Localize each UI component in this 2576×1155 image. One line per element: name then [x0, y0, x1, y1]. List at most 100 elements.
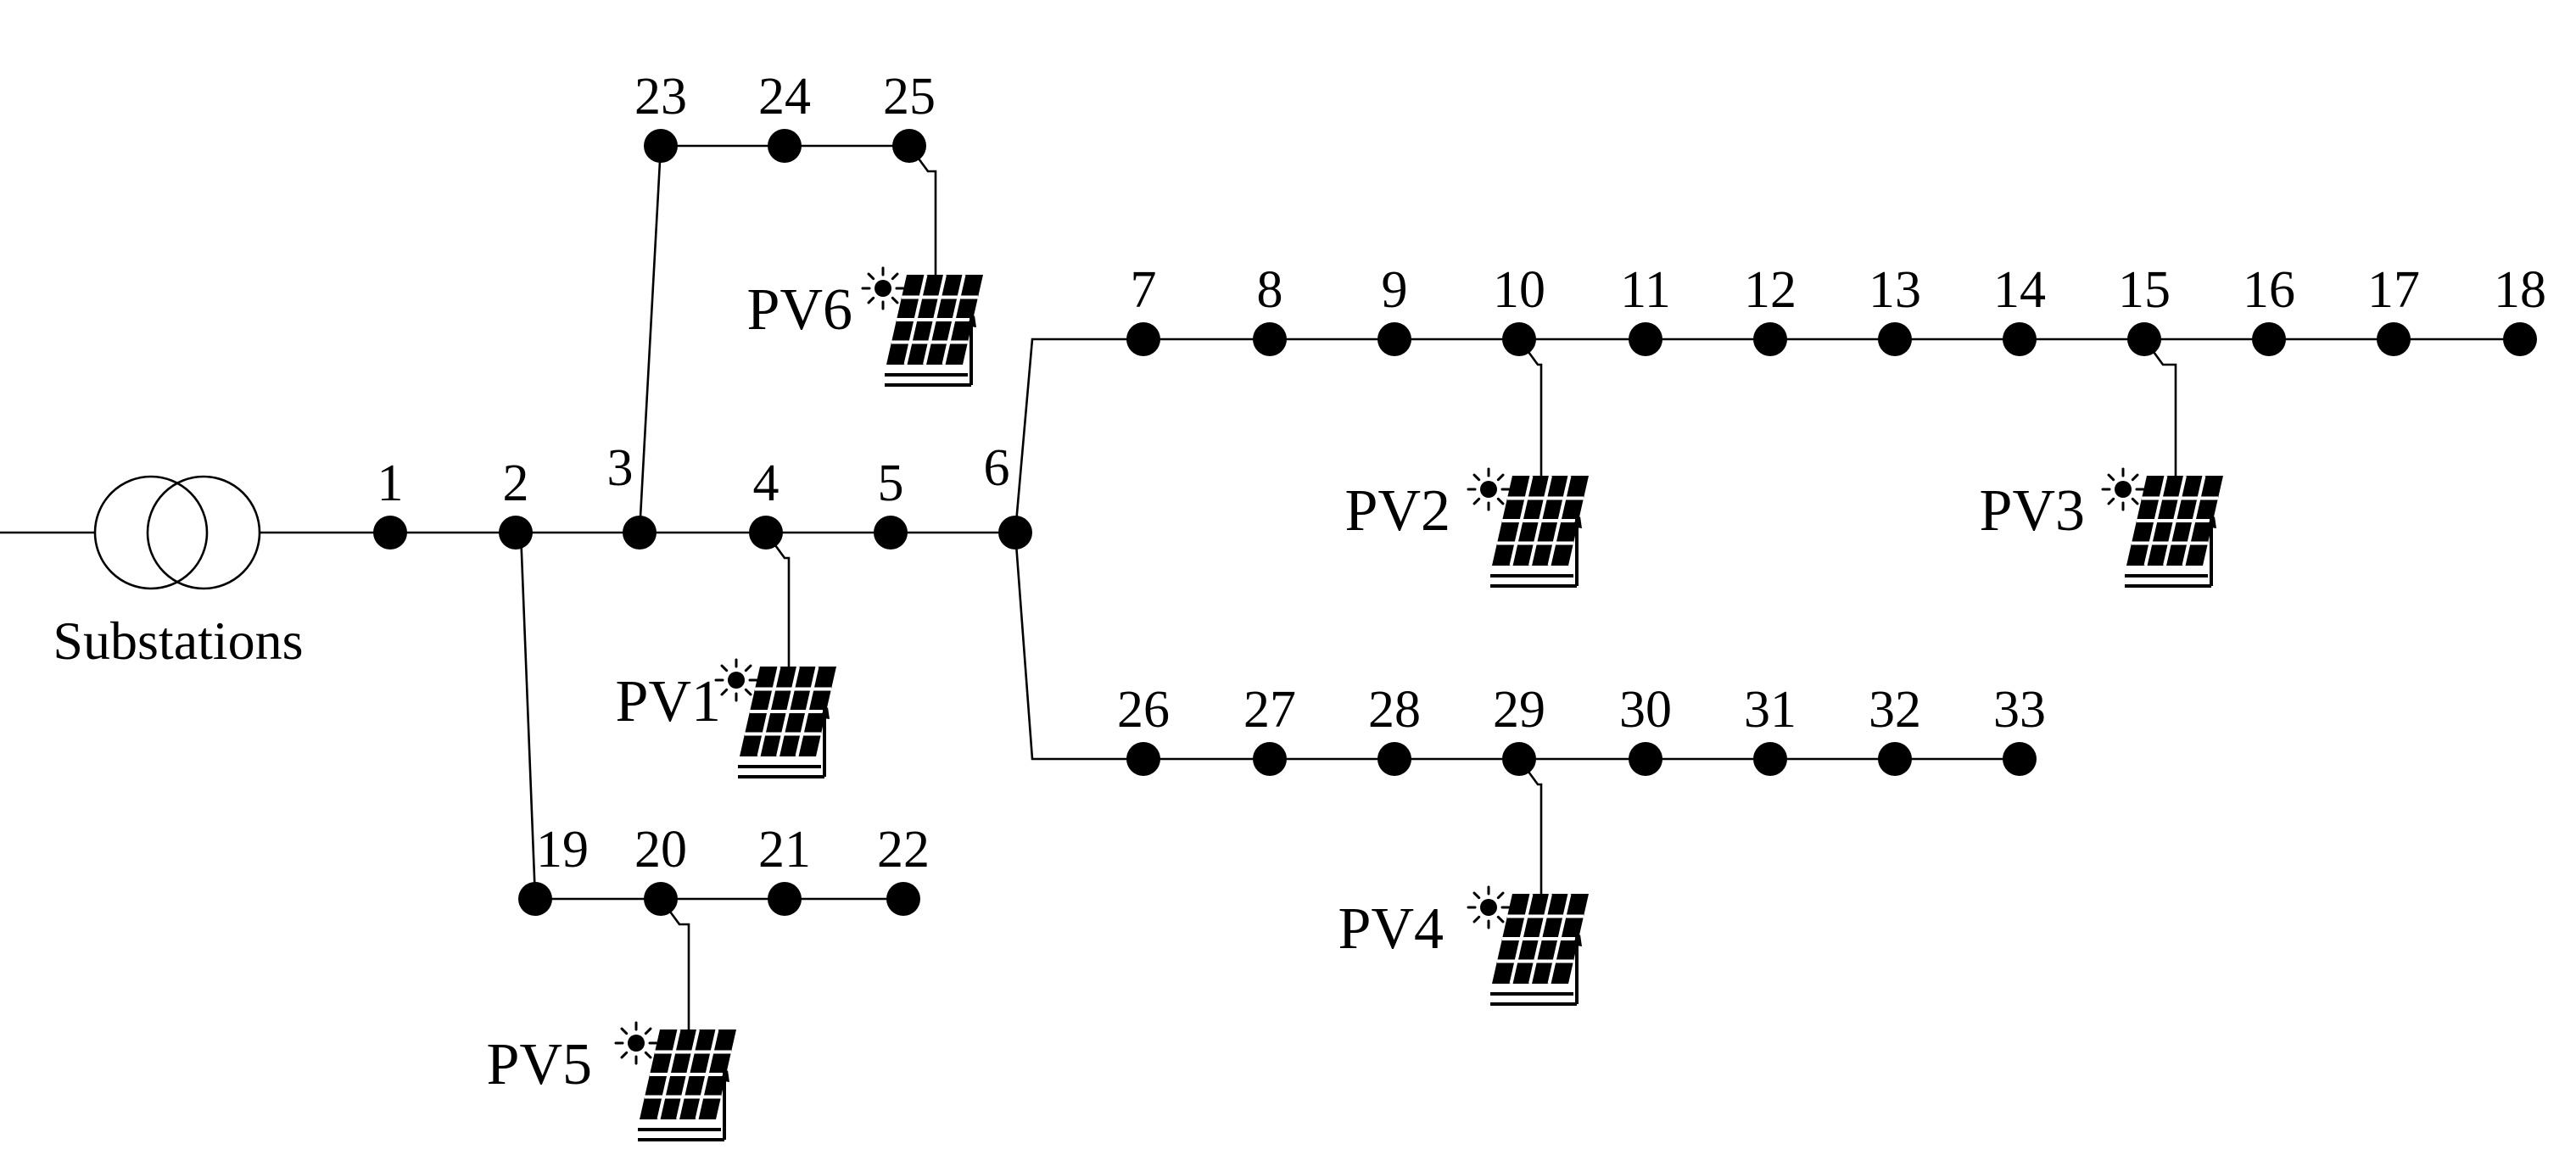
bus-node-11 [1629, 322, 1662, 356]
pv-link-pv2 [1517, 338, 1543, 479]
bus-label-11: 11 [1620, 261, 1671, 319]
bus-label-19: 19 [536, 821, 589, 879]
bus-label-8: 8 [1257, 261, 1283, 319]
bus-node-3 [623, 516, 657, 550]
bus-node-7 [1126, 322, 1160, 356]
pv-unit-pv6: PV6 [747, 266, 983, 387]
bus-node-31 [1753, 742, 1787, 776]
pv-unit-pv5: PV5 [487, 1021, 736, 1141]
bus-node-24 [768, 129, 802, 163]
bus-label-17: 17 [2367, 261, 2420, 319]
pv-label-pv6: PV6 [747, 277, 852, 343]
bus-label-25: 25 [883, 68, 936, 126]
solar-panel-icon [2101, 467, 2223, 588]
bus-label-28: 28 [1368, 681, 1421, 739]
bus-node-32 [1878, 742, 1912, 776]
bus-label-2: 2 [503, 455, 529, 512]
bus-node-2 [499, 516, 533, 550]
pv-unit-pv4: PV4 [1338, 885, 1589, 1006]
pv-label-pv4: PV4 [1338, 896, 1444, 962]
substation-label: Substations [53, 611, 303, 671]
bus-label-23: 23 [634, 68, 687, 126]
bus-node-16 [2252, 322, 2286, 356]
bus-node-5 [874, 516, 908, 550]
bus-label-16: 16 [2243, 261, 2295, 319]
bus-node-27 [1253, 742, 1287, 776]
bus-node-23 [644, 129, 678, 163]
bus-label-12: 12 [1744, 261, 1796, 319]
bus-label-1: 1 [377, 455, 404, 512]
bus-label-22: 22 [877, 821, 930, 879]
bus-label-5: 5 [878, 455, 904, 512]
pv-label-pv1: PV1 [616, 669, 721, 734]
bus-label-26: 26 [1117, 681, 1170, 739]
bus-label-4: 4 [753, 455, 780, 512]
bus-node-17 [2377, 322, 2411, 356]
bus-node-28 [1377, 742, 1411, 776]
bus-node-26 [1126, 742, 1160, 776]
bus-node-1 [373, 516, 407, 550]
bus-node-4 [749, 516, 783, 550]
pv-unit-pv1: PV1 [616, 658, 836, 778]
bus-node-12 [1753, 322, 1787, 356]
branch-2-19 [519, 532, 537, 900]
bus-node-30 [1629, 742, 1662, 776]
bus-label-18: 18 [2494, 261, 2546, 319]
bus-label-24: 24 [758, 68, 811, 126]
branch-3-23 [638, 145, 662, 533]
bus-label-3: 3 [607, 439, 634, 497]
network-lines [390, 144, 2520, 901]
bus-node-9 [1377, 322, 1411, 356]
bus-label-13: 13 [1869, 261, 1921, 319]
pv-link-pv5 [659, 898, 690, 1033]
pv-link-pv6 [908, 145, 937, 278]
bus-label-7: 7 [1131, 261, 1157, 319]
bus-node-10 [1502, 322, 1536, 356]
branch-6-7 [1014, 338, 1143, 533]
bus-node-25 [892, 129, 926, 163]
bus-label-29: 29 [1493, 681, 1545, 739]
bus-node-20 [644, 882, 678, 916]
bus-node-13 [1878, 322, 1912, 356]
pv-link-pv3 [2143, 338, 2177, 479]
pv-unit-pv2: PV2 [1345, 467, 1589, 588]
bus-label-6: 6 [984, 439, 1010, 497]
bus-label-15: 15 [2118, 261, 2171, 319]
bus-label-9: 9 [1382, 261, 1408, 319]
bus-label-30: 30 [1619, 681, 1672, 739]
bus-node-15 [2127, 322, 2161, 356]
bus-label-21: 21 [758, 821, 811, 879]
bus-label-27: 27 [1243, 681, 1296, 739]
pv-label-pv2: PV2 [1345, 478, 1450, 544]
bus-node-22 [886, 882, 920, 916]
bus-node-8 [1253, 322, 1287, 356]
pv-label-pv3: PV3 [1980, 478, 2085, 544]
pv-link-pv4 [1517, 758, 1543, 897]
pv-unit-pv3: PV3 [1980, 467, 2223, 588]
solar-panel-icon [714, 658, 836, 778]
substation-transformer-icon [0, 475, 390, 590]
bus-node-21 [768, 882, 802, 916]
bus-node-19 [518, 882, 552, 916]
solar-panel-icon [1467, 467, 1589, 588]
solar-panel-icon [861, 266, 983, 387]
bus-node-33 [2003, 742, 2037, 776]
solar-panel-icon [1467, 885, 1589, 1006]
pv-label-pv5: PV5 [487, 1032, 592, 1097]
bus-node-6 [998, 516, 1032, 550]
bus-label-20: 20 [634, 821, 687, 879]
bus-label-14: 14 [1993, 261, 2046, 319]
bus-node-14 [2003, 322, 2037, 356]
solar-panel-icon [614, 1021, 736, 1141]
bus-label-10: 10 [1493, 261, 1545, 319]
pv-link-pv1 [764, 532, 791, 670]
bus-label-31: 31 [1744, 681, 1796, 739]
branch-6-26 [1014, 532, 1143, 761]
bus-nodes [373, 129, 2537, 916]
bus-node-18 [2503, 322, 2537, 356]
bus-node-29 [1502, 742, 1536, 776]
bus-label-32: 32 [1869, 681, 1921, 739]
